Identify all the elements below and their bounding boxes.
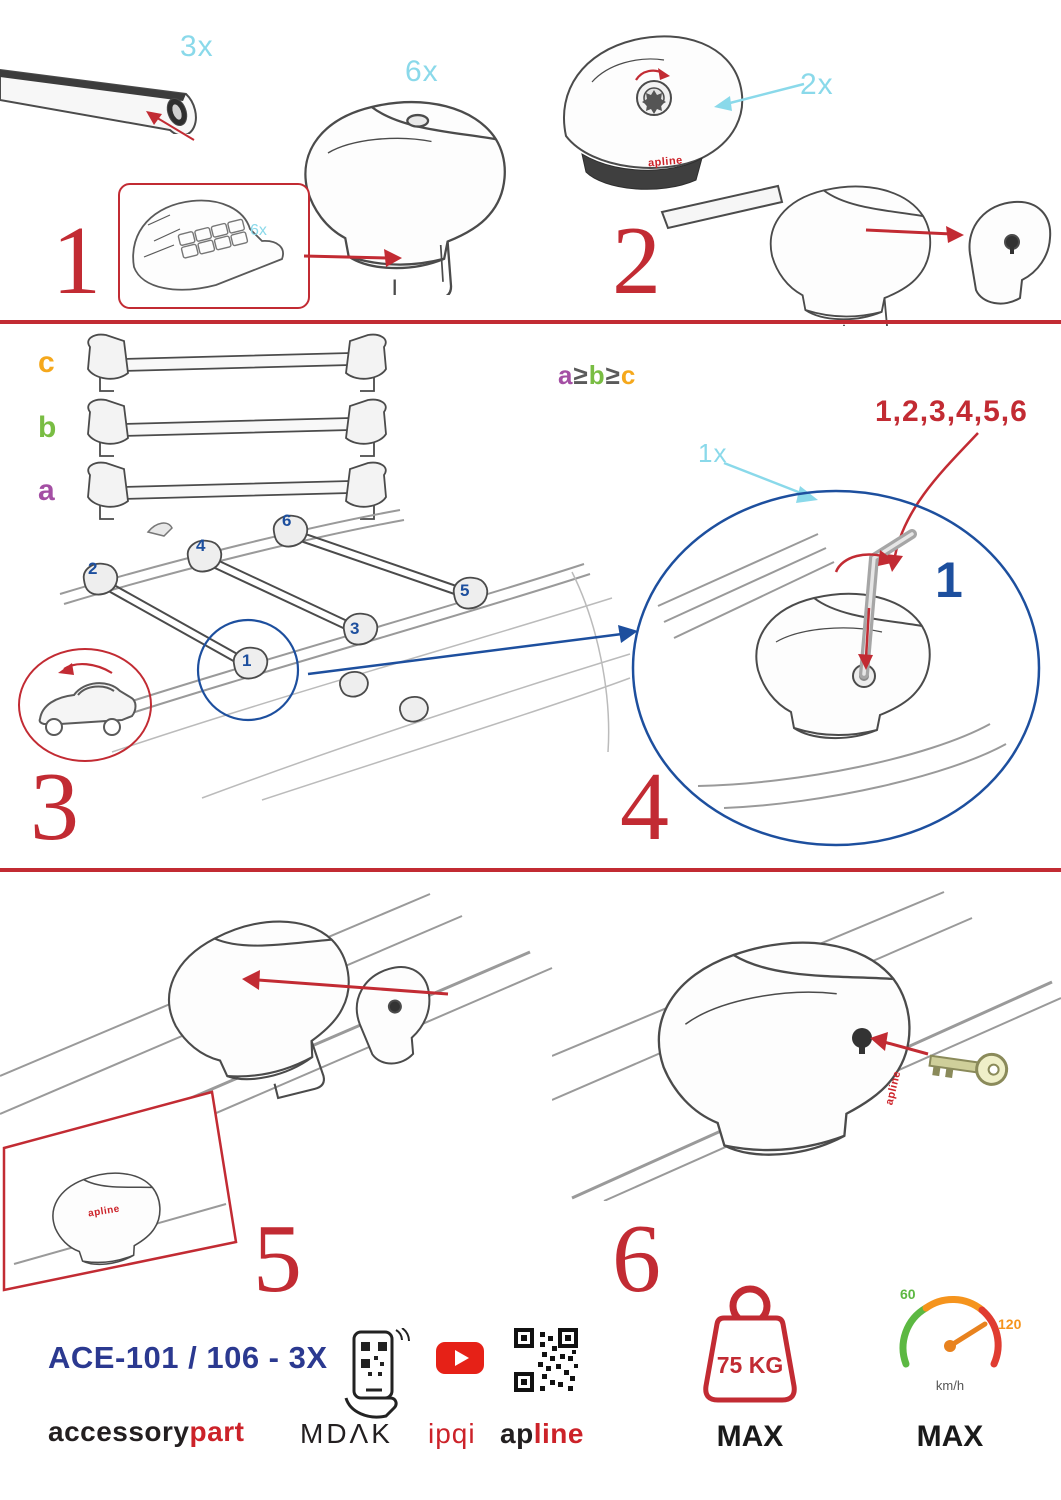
brand-part: part [189,1416,245,1447]
formula-ge1: ≥ [573,360,589,390]
formula-ge2: ≥ [605,360,621,390]
step-2-number: 2 [612,207,661,315]
size-order-formula: a≥b≥c [558,360,636,391]
apline-logo: apline [500,1418,584,1450]
apline-ap: ap [500,1418,534,1449]
foot-assembly-illustration [660,184,1052,326]
speed-high-label: 120 [998,1316,1022,1332]
tightening-order-label: 1,2,3,4,5,6 [875,395,1028,428]
apline-line: line [533,1418,584,1449]
car-overview-illustration [18,648,152,762]
bar-pointer-arrow [146,111,195,141]
position-2: 2 [88,559,98,578]
rubber-pad-illustration [132,199,284,291]
screw-callout-arrow [714,82,805,111]
crossbar-b-illustration [87,398,387,457]
tool-callout-arrow [723,461,818,503]
formula-c: c [620,360,637,390]
cover-removal-illustration [0,893,553,1191]
bar-label-b: b [38,411,57,444]
step-1-number: 1 [52,207,101,315]
crossbar-c-illustration [87,333,387,392]
youtube-icon [436,1342,484,1374]
screw-quantity-label: 2x [800,68,834,101]
section-divider-bottom [0,868,1061,872]
mdak-logo: MDΛK [300,1418,393,1449]
step-3-number: 3 [30,753,79,861]
position-3: 3 [350,619,360,638]
max-weight-value: 75 KG [716,1352,784,1378]
inset-to-foot-arrow [303,249,402,267]
accessorypart-logo: accessorypart [48,1416,244,1448]
foot-top-view-illustration [563,35,744,190]
tightening-detail-illustration [631,489,1041,847]
speed-low-label: 60 [900,1286,916,1302]
product-model-label: ACE-101 / 106 - 3X [48,1340,328,1375]
foot-quantity-label: 6x [405,55,439,88]
qr-code-icon [514,1328,578,1392]
pad-quantity-label: 6x [250,222,267,239]
position-1: 1 [242,651,252,670]
position-5: 5 [460,581,470,600]
bar-label-a: a [38,474,55,507]
section-divider-top [0,320,1061,324]
pad-detail-inset [118,183,310,309]
crossbar-a-illustration [87,461,387,520]
first-position-number: 1 [935,552,963,608]
step-5-number: 5 [253,1205,302,1313]
step-6-number: 6 [612,1205,661,1313]
formula-a: a [558,360,574,390]
speed-max-label: MAX [916,1420,984,1453]
position-4: 4 [196,536,206,555]
roof-mounting-illustration [59,509,631,801]
bar-label-c: c [38,346,55,379]
scan-qr-phone-icon [344,1328,410,1419]
ipqi-logo: ipqi [428,1418,476,1449]
crossbar-illustration [0,68,197,134]
tool-quantity-label: 1x [698,438,728,468]
brand-accessory: accessory [48,1416,190,1447]
zoom-arrow [307,625,638,676]
weight-max-label: MAX [716,1420,784,1453]
max-weight-icon [703,1285,797,1403]
bar-quantity-label: 3x [180,30,214,63]
foot-detail-inset-box [2,1090,238,1292]
speedometer-icon [899,1295,1002,1368]
formula-b: b [588,360,606,390]
step-4-number: 4 [620,753,669,861]
speed-unit-label: km/h [935,1378,965,1393]
locking-illustration [552,891,1061,1201]
position-6: 6 [282,511,292,530]
